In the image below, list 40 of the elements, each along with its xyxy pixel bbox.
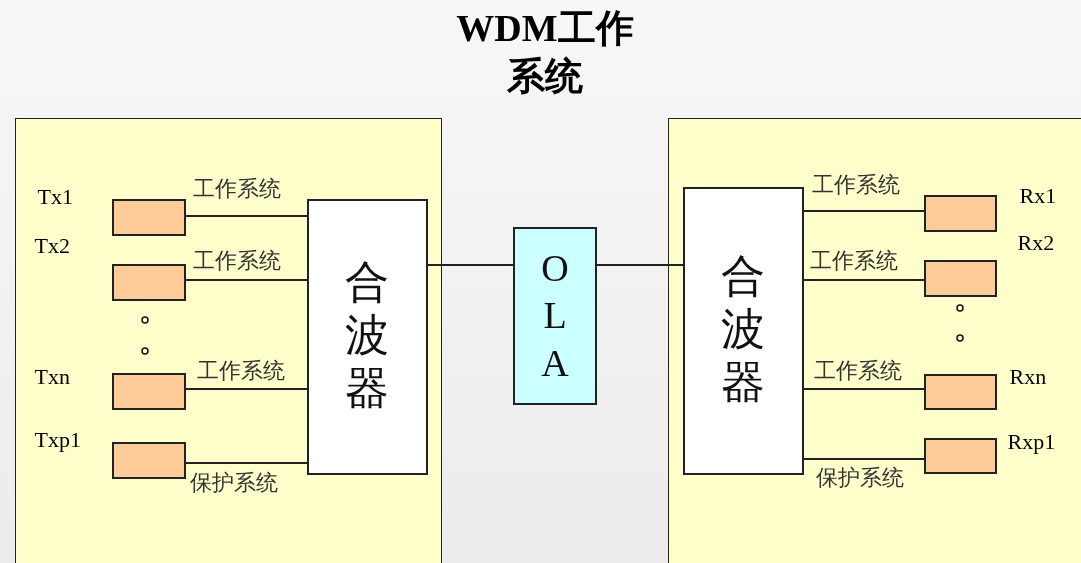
edge-label: 工作系统 xyxy=(810,248,898,274)
port-label: Rx2 xyxy=(1017,229,1055,256)
connector-line xyxy=(803,458,925,460)
edge-label: 工作系统 xyxy=(814,358,902,384)
edge-label: 保护系统 xyxy=(190,470,278,496)
transceiver-box xyxy=(923,373,997,410)
diagram-title: WDM工作系统 xyxy=(455,6,635,99)
port-label: Txn xyxy=(34,363,70,390)
port-label: Txp1 xyxy=(34,426,81,453)
port-label: Rxn xyxy=(1009,363,1047,390)
port-label: Rx1 xyxy=(1019,182,1057,209)
connector-line xyxy=(803,210,925,212)
transceiver-box xyxy=(111,372,186,410)
transceiver-box xyxy=(111,441,186,479)
transceiver-box xyxy=(923,437,997,474)
multiplexer-box: 合波器 xyxy=(682,186,804,475)
edge-label: 工作系统 xyxy=(812,172,900,198)
port-label: Tx1 xyxy=(37,183,73,210)
connector-line xyxy=(803,279,925,281)
edge-label: 保护系统 xyxy=(816,465,904,491)
connector-line xyxy=(427,264,514,266)
station-panel xyxy=(668,118,1081,563)
connector-line xyxy=(596,264,684,266)
connector-line xyxy=(185,215,308,217)
connector-line xyxy=(185,388,308,390)
connector-line xyxy=(803,388,925,390)
transceiver-box xyxy=(111,263,186,301)
port-label: Rxp1 xyxy=(1007,428,1056,455)
edge-label: 工作系统 xyxy=(193,176,281,202)
edge-label: 工作系统 xyxy=(197,358,285,384)
connector-line xyxy=(185,462,308,464)
multiplexer-box: 合波器 xyxy=(306,198,428,475)
amplifier-box: OLA xyxy=(513,227,597,405)
port-label: Tx2 xyxy=(34,232,70,259)
transceiver-box xyxy=(923,259,997,297)
transceiver-box xyxy=(111,198,186,236)
station-panel xyxy=(15,118,442,563)
connector-line xyxy=(185,279,308,281)
transceiver-box xyxy=(923,194,997,232)
edge-label: 工作系统 xyxy=(193,248,281,274)
